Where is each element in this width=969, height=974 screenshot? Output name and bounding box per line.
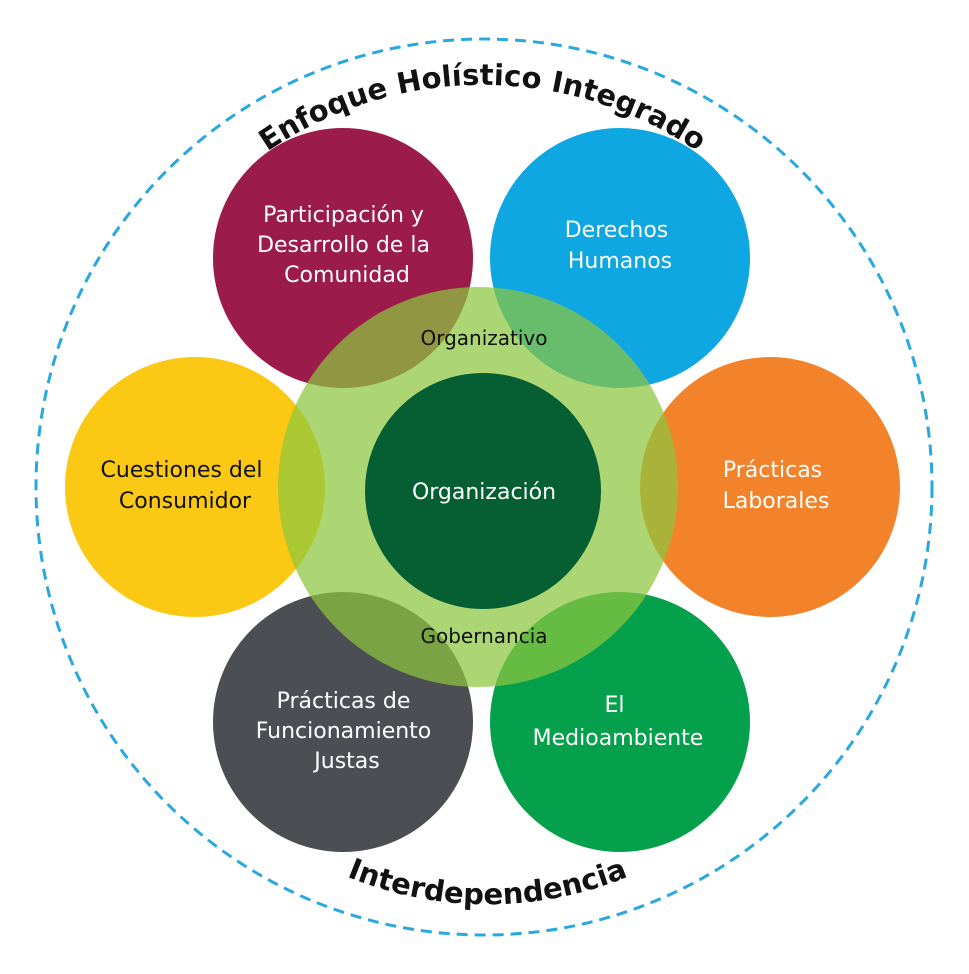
petal-medioambiente-label: El Medioambiente [533,693,704,751]
outer-bottom-label: Interdependencia [344,851,631,911]
petal-laborales-circle [640,357,900,617]
petal-laborales-label: Prácticas Laborales [723,458,830,514]
outer-dashed-ring [34,37,934,937]
petal-justas-label: Prácticas de Funcionamiento Justas [256,689,439,774]
core-circle [365,373,601,609]
governance-bottom-label: Gobernancia [420,624,547,648]
petal-consumidor [65,357,325,617]
petal-derechos-label: Derechos Humanos [565,218,676,274]
petal-laborales [640,357,900,617]
governance-top-label: Organizativo [420,326,547,350]
petal-comunidad-label: Participación y Desarrollo de la Comunid… [257,203,437,288]
core-label: Organización [412,480,556,505]
petal-consumidor-circle [65,357,325,617]
petal-consumidor-label: Cuestiones del Consumidor [100,458,269,514]
